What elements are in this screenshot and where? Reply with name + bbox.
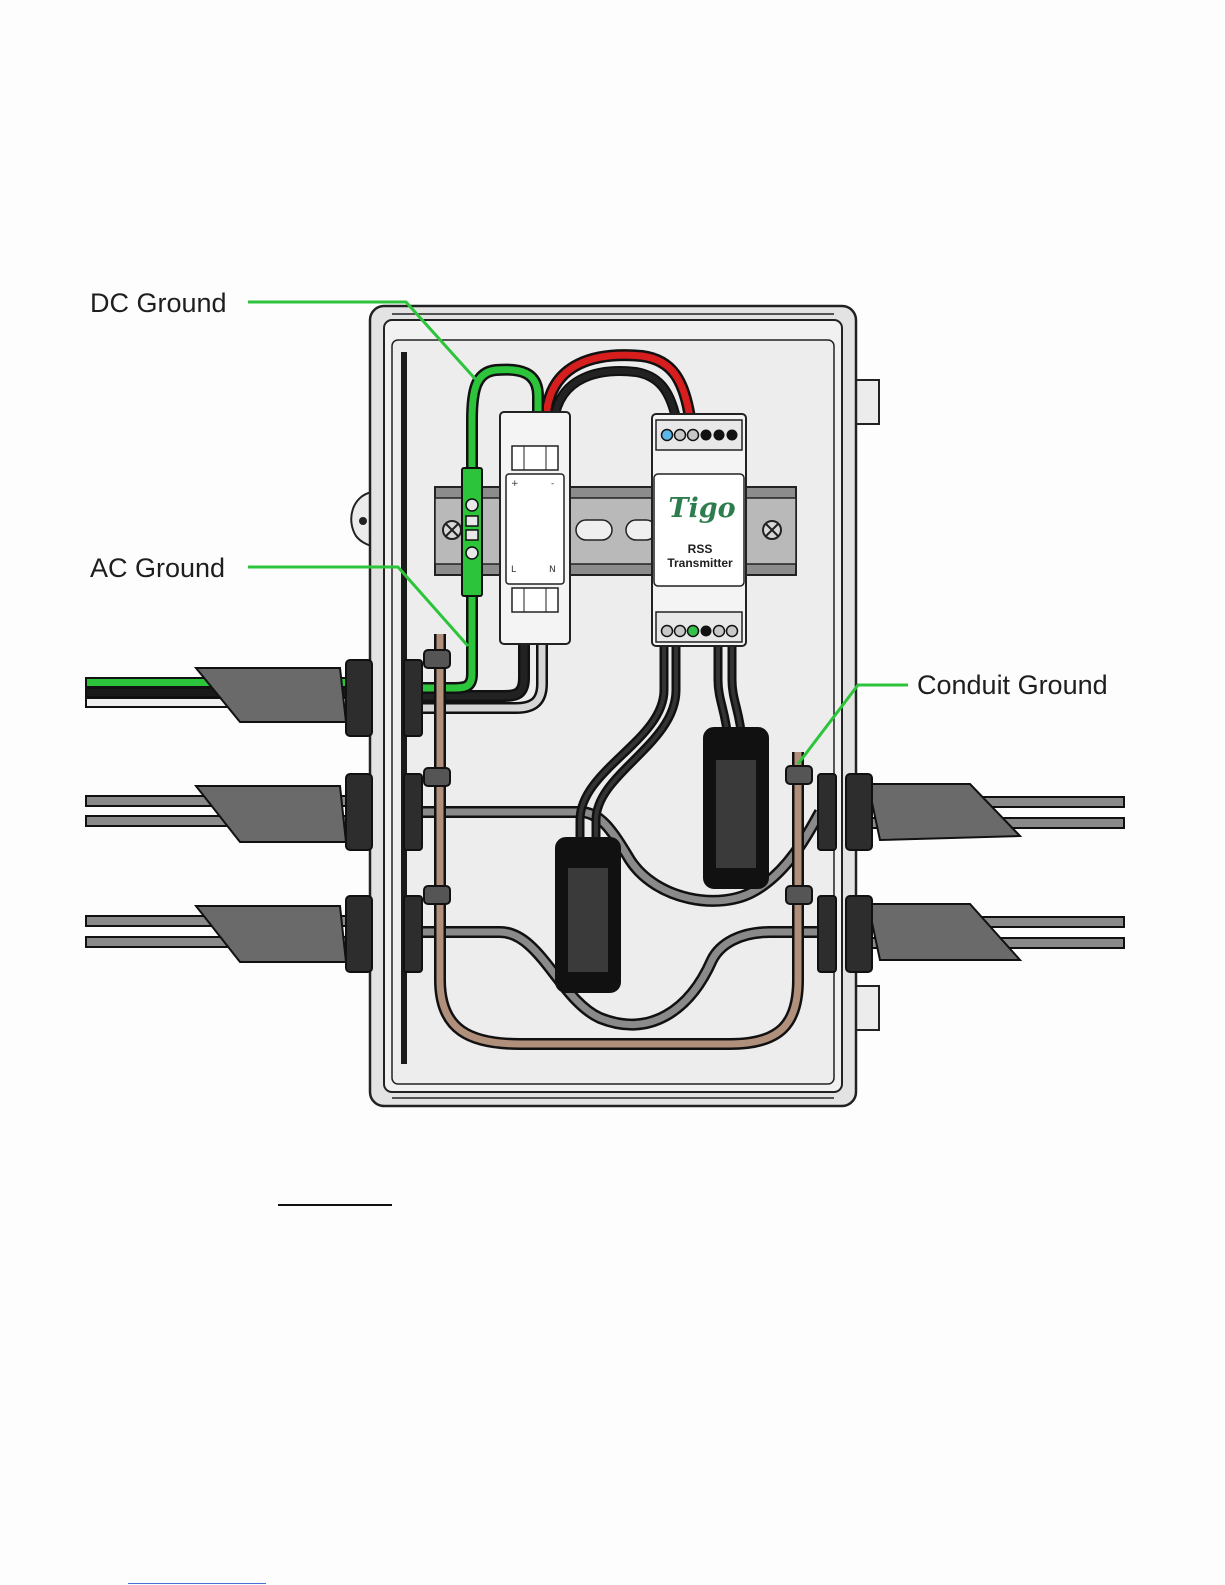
rss-transmitter bbox=[652, 414, 746, 646]
power-supply-module bbox=[500, 412, 570, 644]
dc-ground-label: DC Ground bbox=[90, 290, 227, 317]
dc-string-cable-left-2 bbox=[86, 906, 366, 962]
psu-line-mark: L bbox=[511, 566, 516, 575]
dc-string-cable-right-1 bbox=[860, 784, 1124, 840]
transmitter-name-line1: RSS bbox=[658, 543, 742, 557]
screw-icon bbox=[763, 521, 781, 539]
tigo-logo: Tigo bbox=[664, 495, 740, 522]
dc-string-cable-right-2 bbox=[860, 904, 1124, 960]
transmitter-name-line2: Transmitter bbox=[658, 557, 742, 571]
psu-neutral-mark: N bbox=[549, 566, 556, 575]
ferrite-core-lower bbox=[556, 838, 620, 992]
footer-link-underline bbox=[128, 1583, 266, 1584]
page-divider bbox=[278, 1204, 392, 1206]
ac-ground-label: AC Ground bbox=[90, 555, 225, 582]
screw-icon bbox=[443, 521, 461, 539]
cable-gland-icon bbox=[818, 896, 872, 972]
cable-gland-icon bbox=[818, 774, 872, 850]
psu-minus-mark: - bbox=[551, 480, 554, 489]
conduit-ground-label: Conduit Ground bbox=[917, 672, 1108, 699]
ground-terminal-block bbox=[462, 468, 482, 596]
dc-string-cable-left-1 bbox=[86, 786, 366, 842]
led-indicator-icon bbox=[662, 430, 673, 441]
ac-input-cable bbox=[86, 668, 366, 722]
ferrite-core-upper bbox=[704, 728, 768, 888]
led-indicator-icon bbox=[688, 626, 699, 637]
transmitter-name: RSS Transmitter bbox=[658, 543, 742, 571]
psu-plus-mark: + bbox=[511, 480, 519, 489]
